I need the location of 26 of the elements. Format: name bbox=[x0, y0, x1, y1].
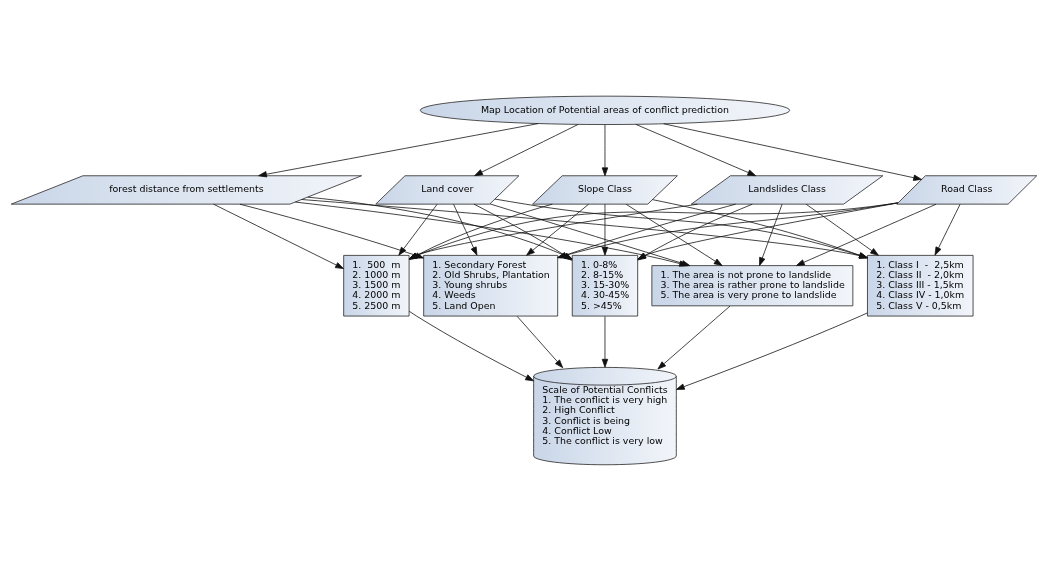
arrow bbox=[759, 203, 783, 266]
arrow bbox=[657, 305, 731, 370]
arrow bbox=[408, 310, 534, 382]
arrow bbox=[601, 316, 609, 368]
node-box: 1. 500 m 2. 1000 m 3. 1500 m 4. 2000 m 5. 2500 m bbox=[343, 255, 410, 317]
arrow bbox=[796, 203, 937, 266]
arrow bbox=[805, 203, 879, 256]
arrow bbox=[652, 199, 868, 259]
arrow bbox=[526, 203, 589, 256]
arrow bbox=[213, 203, 344, 269]
arrow bbox=[676, 312, 868, 390]
arrow bbox=[635, 123, 757, 177]
node-box: 1. The area is not prone to landslide 3. The area is rather prone to landslide 5. The area is very prone to landslide bbox=[651, 265, 854, 307]
arrow bbox=[516, 316, 564, 369]
node-ellipse: Map Location of Potential areas of conflict prediction bbox=[419, 95, 791, 125]
arrow bbox=[934, 203, 961, 256]
arrow bbox=[474, 124, 579, 177]
arrow bbox=[601, 124, 609, 177]
node-box: 1. Class I - 2,5km 2. Class II - 2,0km 3. Class III - 1,5km 4. Class IV - 1,0km 5. Class V - 0,5km bbox=[867, 255, 974, 317]
arrow bbox=[601, 203, 609, 256]
node-box: 1. 0-8% 2. 8-15% 3. 15-30% 4. 30-45% 5. >45% bbox=[571, 255, 639, 317]
arrow bbox=[663, 123, 922, 181]
arrow bbox=[398, 203, 438, 256]
arrow bbox=[453, 203, 478, 256]
arrow bbox=[258, 123, 539, 178]
node-box: 1. Secondary Forest 2. Old Shrubs, Plantation 3. Young shrubs 4. Weeds 5. Land Open bbox=[423, 255, 559, 317]
